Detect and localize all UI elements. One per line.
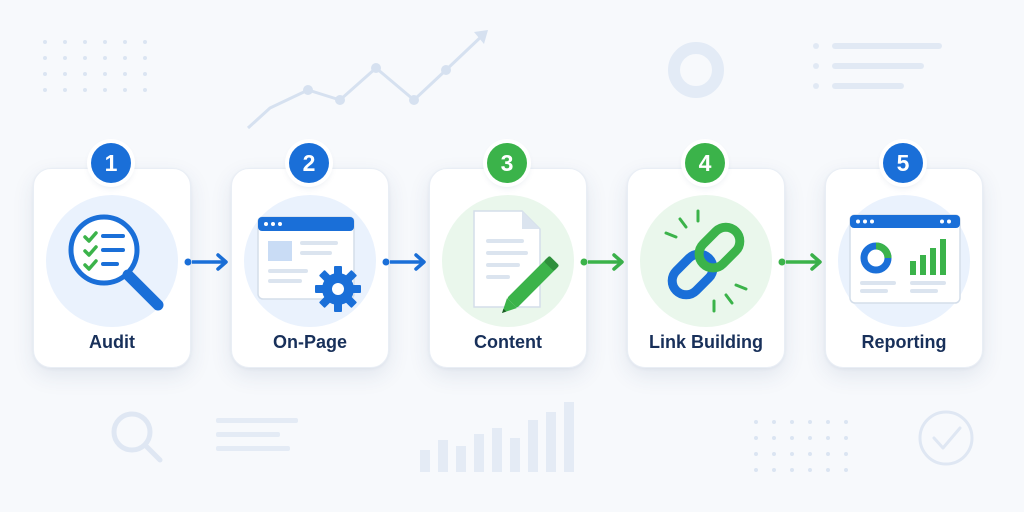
step-number-badge: 5 (883, 143, 923, 183)
step-number-badge: 3 (487, 143, 527, 183)
check-circle-decoration (918, 410, 974, 466)
arrow-right-icon (382, 253, 426, 271)
step-label: Audit (89, 332, 135, 352)
step-label: Reporting (861, 332, 947, 352)
text-lines-decoration (216, 418, 298, 451)
audit-magnifier-checklist-icon (68, 214, 164, 311)
step-card-link-building: Link Building (627, 168, 785, 368)
dot-grid-top-left (43, 40, 147, 92)
dashboard-report-icon (849, 214, 961, 304)
step-card-content: Content (429, 168, 587, 368)
step-card-reporting: Reporting (825, 168, 983, 368)
webpage-gear-icon (257, 216, 361, 312)
arrow-right-icon (184, 253, 228, 271)
donut-decoration (668, 42, 724, 98)
bar-chart-decoration (420, 402, 574, 472)
step-card-audit: Audit (33, 168, 191, 368)
step-number-badge: 4 (685, 143, 725, 183)
arrow-right-icon (778, 253, 822, 271)
step-label: Link Building (649, 332, 763, 352)
trend-line-decoration (246, 32, 486, 130)
search-decoration (111, 411, 163, 463)
step-card-on-page: On-Page (231, 168, 389, 368)
step-label: On-Page (272, 332, 347, 352)
dot-grid-bottom-right (754, 420, 848, 472)
step-number-badge: 2 (289, 143, 329, 183)
chain-link-icon (664, 209, 748, 313)
document-pencil-icon (473, 210, 559, 313)
step-label: Content (474, 332, 542, 352)
list-lines-decoration (813, 43, 942, 89)
arrow-right-icon (580, 253, 624, 271)
step-number-badge: 1 (91, 143, 131, 183)
